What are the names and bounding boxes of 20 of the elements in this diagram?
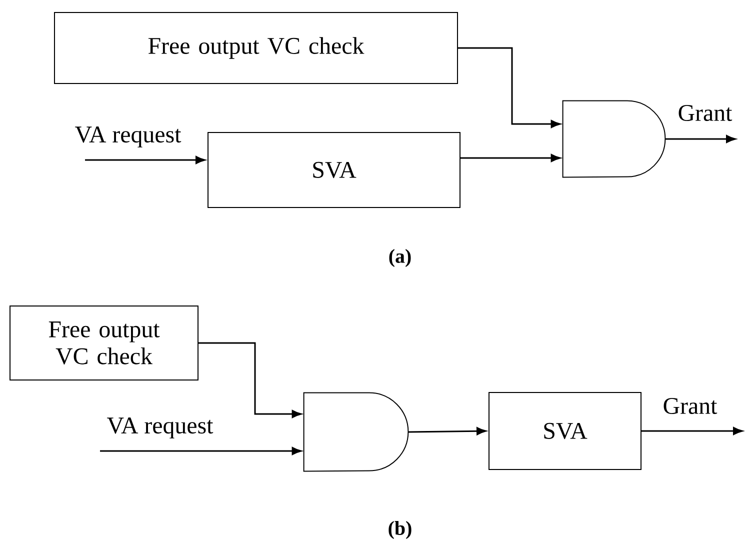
and-gate xyxy=(303,392,409,472)
edge-label: Grant xyxy=(676,104,734,122)
process-box: SVA xyxy=(208,132,460,208)
panel-label: (b) xyxy=(388,520,412,540)
panel-label: (a) xyxy=(389,248,411,268)
arrow xyxy=(458,47,560,128)
arrow xyxy=(665,135,736,143)
arrow xyxy=(85,156,206,164)
process-box: Free output VC check xyxy=(54,12,458,84)
process-box: SVA xyxy=(488,392,642,470)
arrow xyxy=(408,427,486,436)
arrow xyxy=(642,427,743,435)
arrow xyxy=(198,342,302,418)
arrow xyxy=(100,447,302,455)
edge-label: VA request xyxy=(106,416,214,440)
process-box: Free output VC check xyxy=(10,306,198,380)
and-gate xyxy=(562,100,666,178)
arrow xyxy=(460,154,560,162)
edge-label: Grant xyxy=(662,396,718,416)
edge-label: VA request xyxy=(74,126,182,148)
